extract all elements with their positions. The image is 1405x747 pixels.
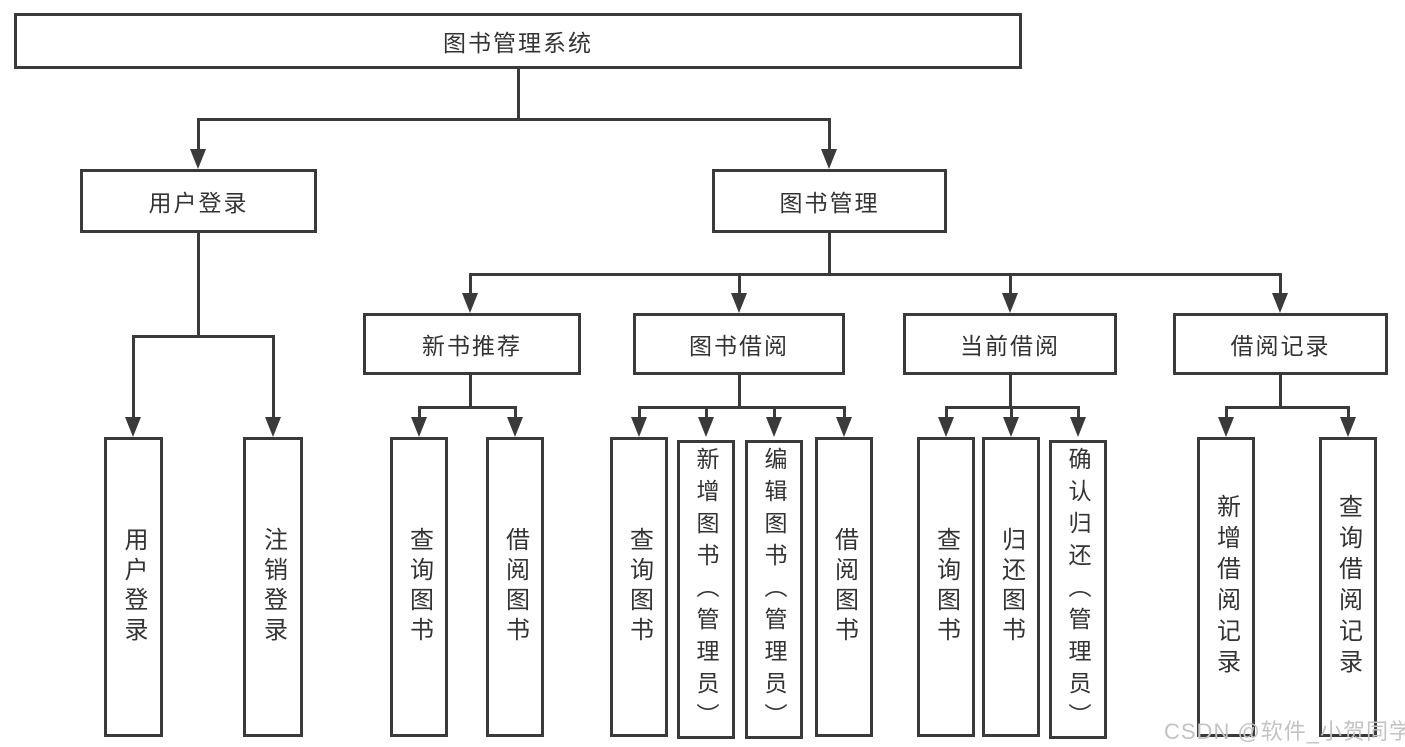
connector-vline <box>271 335 275 419</box>
leaf-query-books-current: 查询图书 <box>917 437 975 737</box>
arrowhead-down-icon <box>1340 417 1356 437</box>
arrowhead-down-icon <box>631 417 647 437</box>
leaf-add-borrow-record: 新增借阅记录 <box>1197 437 1255 737</box>
arrowhead-down-icon <box>411 417 427 437</box>
arrowhead-down-icon <box>821 149 837 169</box>
connector-vline <box>468 273 472 295</box>
connector-vline <box>1278 375 1282 408</box>
node-user-login: 用户登录 <box>80 169 317 233</box>
connector-hline <box>131 335 275 338</box>
arrowhead-down-icon <box>265 417 281 437</box>
connector-vline <box>196 118 200 152</box>
node-current-borrowing: 当前借阅 <box>903 313 1117 375</box>
arrowhead-down-icon <box>462 293 478 313</box>
connector-hline <box>468 273 1282 276</box>
arrowhead-down-icon <box>1272 293 1288 313</box>
node-book-management: 图书管理 <box>712 169 947 233</box>
connector-vline <box>827 118 831 152</box>
node-root-library-system: 图书管理系统 <box>14 13 1022 69</box>
arrowhead-down-icon <box>507 417 523 437</box>
connector-vline <box>1278 273 1282 295</box>
leaf-logout: 注销登录 <box>243 437 303 737</box>
connector-hline <box>417 406 517 409</box>
arrowhead-down-icon <box>190 149 206 169</box>
connector-vline <box>1224 406 1228 420</box>
connector-hline <box>1224 406 1350 409</box>
node-new-book-recommend: 新书推荐 <box>363 313 581 375</box>
arrowhead-down-icon <box>938 417 954 437</box>
connector-vline <box>1009 406 1013 420</box>
leaf-query-borrow-record: 查询借阅记录 <box>1319 437 1377 737</box>
node-book-borrowing: 图书借阅 <box>633 313 845 375</box>
connector-vline <box>772 406 776 420</box>
connector-vline <box>1008 375 1012 408</box>
leaf-query-books-borrowing: 查询图书 <box>610 437 668 737</box>
connector-vline <box>1008 273 1012 295</box>
connector-hline <box>196 118 831 121</box>
leaf-borrow-books-borrowing: 借阅图书 <box>815 437 873 737</box>
arrowhead-down-icon <box>125 417 141 437</box>
connector-vline <box>827 233 831 276</box>
leaf-add-book-admin: 新增图书（管理员） <box>677 440 735 739</box>
leaf-query-books-recommend: 查询图书 <box>390 437 448 737</box>
connector-vline <box>131 335 135 419</box>
connector-vline <box>196 233 200 337</box>
connector-vline <box>417 406 421 420</box>
connector-vline <box>704 406 708 420</box>
leaf-edit-book-admin: 编辑图书（管理员） <box>745 440 803 739</box>
arrowhead-down-icon <box>766 417 782 437</box>
connector-vline <box>1346 406 1350 420</box>
connector-vline <box>513 406 517 420</box>
connector-vline <box>516 69 520 120</box>
connector-vline <box>737 273 741 295</box>
arrowhead-down-icon <box>836 417 852 437</box>
connector-vline <box>842 406 846 420</box>
connector-vline <box>737 375 741 408</box>
csdn-watermark: CSDN @软件_小贺同学 <box>1164 719 1405 744</box>
connector-vline <box>944 406 948 420</box>
connector-hline <box>637 406 846 409</box>
arrowhead-down-icon <box>1070 417 1086 437</box>
leaf-confirm-return-admin: 确认归还（管理员） <box>1049 440 1107 739</box>
arrowhead-down-icon <box>1218 417 1234 437</box>
connector-vline <box>637 406 641 420</box>
arrowhead-down-icon <box>1003 417 1019 437</box>
leaf-borrow-books-recommend: 借阅图书 <box>486 437 544 737</box>
connector-vline <box>468 375 472 408</box>
leaf-user-login: 用户登录 <box>104 437 163 737</box>
node-borrowing-records: 借阅记录 <box>1173 313 1388 375</box>
arrowhead-down-icon <box>1002 293 1018 313</box>
leaf-return-book: 归还图书 <box>982 437 1040 737</box>
arrowhead-down-icon <box>731 293 747 313</box>
connector-vline <box>1076 406 1080 420</box>
arrowhead-down-icon <box>698 417 714 437</box>
